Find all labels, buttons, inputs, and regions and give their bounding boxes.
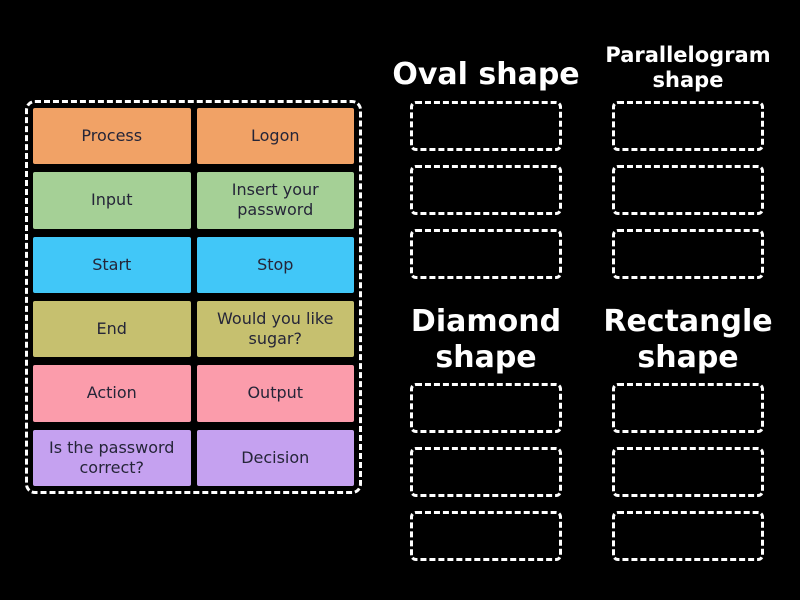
tile-decision[interactable]: Decision	[196, 429, 354, 486]
slot-list-rectangle	[612, 383, 764, 561]
drop-slot-oval-3[interactable]	[410, 229, 562, 279]
tile-would-you-like-sugar[interactable]: Would you like sugar?	[196, 300, 354, 358]
group-diamond-shape: Diamond shape	[386, 298, 586, 561]
tile-end[interactable]: End	[33, 300, 191, 358]
tile-output[interactable]: Output	[196, 365, 354, 422]
tile-insert-your-password[interactable]: Insert your password	[196, 172, 354, 229]
drop-slot-diamond-2[interactable]	[410, 447, 562, 497]
group-header-parallelogram-shape: Parallelogram shape	[605, 42, 771, 92]
group-parallelogram-shape: Parallelogram shape	[588, 30, 788, 279]
tile-is-the-password-correct[interactable]: Is the password correct?	[33, 429, 191, 486]
group-header-diamond-shape: Diamond shape	[410, 304, 562, 375]
drop-slot-rectangle-3[interactable]	[612, 511, 764, 561]
tile-action[interactable]: Action	[33, 365, 191, 422]
group-header-oval-shape: Oval shape	[392, 57, 580, 92]
slot-list-diamond	[410, 383, 562, 561]
drop-slot-diamond-3[interactable]	[410, 511, 562, 561]
tile-start[interactable]: Start	[33, 236, 191, 293]
slot-list-parallelogram	[612, 101, 764, 279]
word-bank: Process Logon Input Insert your password…	[25, 100, 362, 494]
drop-slot-parallelogram-2[interactable]	[612, 165, 764, 215]
drop-slot-oval-1[interactable]	[410, 101, 562, 151]
group-rectangle-shape: Rectangle shape	[588, 298, 788, 561]
tile-logon[interactable]: Logon	[196, 108, 354, 165]
tile-input[interactable]: Input	[33, 172, 191, 229]
group-oval-shape: Oval shape	[386, 30, 586, 279]
tile-stop[interactable]: Stop	[196, 236, 354, 293]
drop-slot-diamond-1[interactable]	[410, 383, 562, 433]
drop-slot-parallelogram-1[interactable]	[612, 101, 764, 151]
drop-slot-oval-2[interactable]	[410, 165, 562, 215]
slot-list-oval	[410, 101, 562, 279]
drop-slot-parallelogram-3[interactable]	[612, 229, 764, 279]
tile-process[interactable]: Process	[33, 108, 191, 165]
drop-slot-rectangle-2[interactable]	[612, 447, 764, 497]
drop-slot-rectangle-1[interactable]	[612, 383, 764, 433]
group-header-rectangle-shape: Rectangle shape	[603, 304, 773, 375]
